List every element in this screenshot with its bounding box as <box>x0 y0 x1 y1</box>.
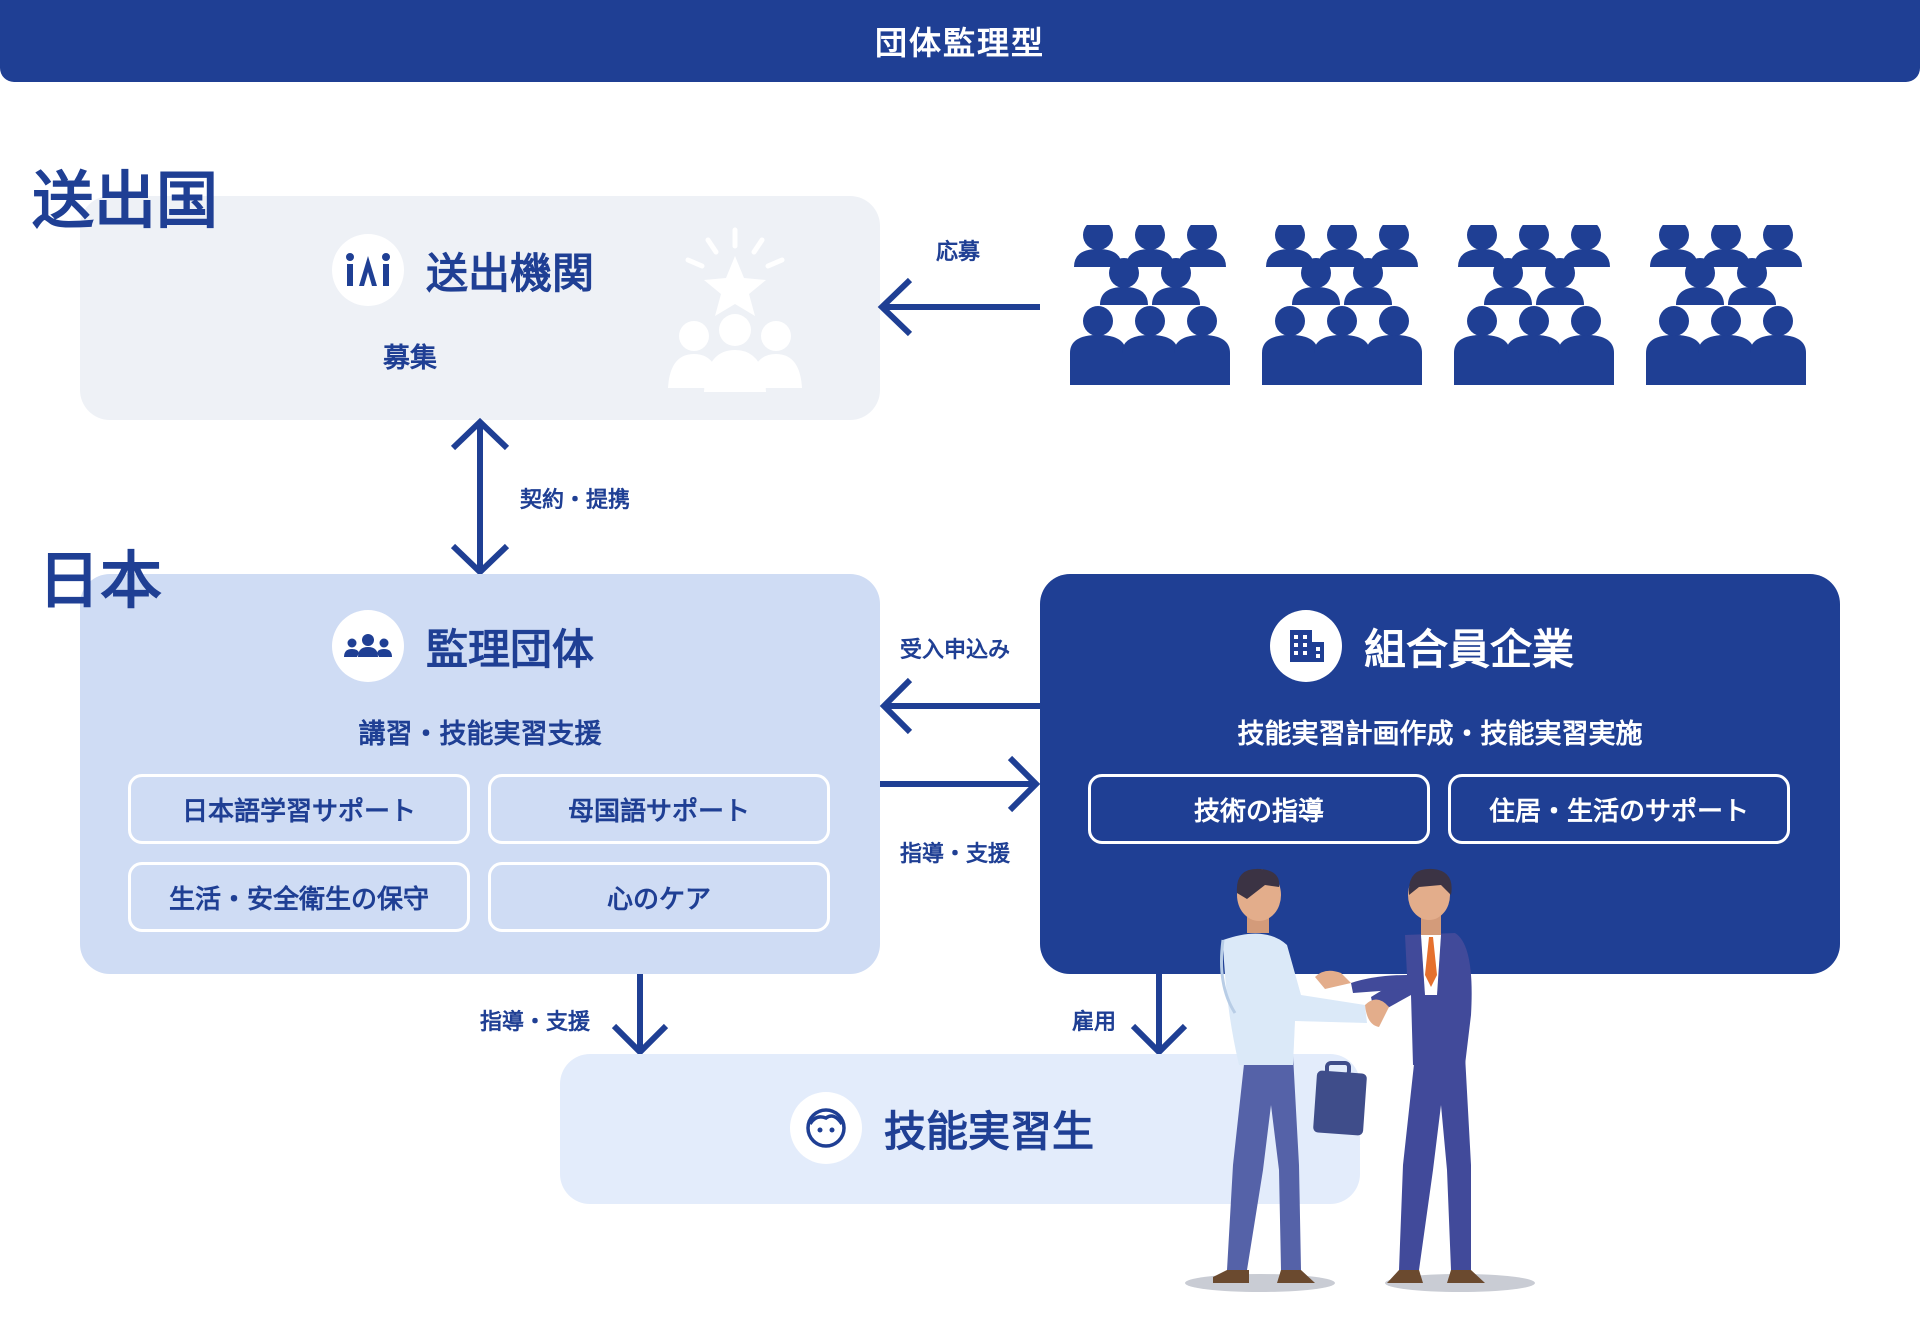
region-sending-country: 送出国 <box>32 164 219 237</box>
support-item: 母国語サポート <box>488 774 830 844</box>
supervising-org-box: 監理団体 講習・技能実習支援 日本語学習サポート 母国語サポート 生活・安全衛生… <box>80 574 880 974</box>
recruit-star-icon <box>668 227 802 392</box>
flow-label-guidance-support-down: 指導・支援 <box>480 1010 591 1035</box>
header-title: 団体監理型 <box>874 24 1045 62</box>
company-support-item: 技術の指導 <box>1088 774 1430 844</box>
header-bar: 団体監理型 <box>0 0 1920 82</box>
sending-org-subtitle: 募集 <box>383 343 437 374</box>
flow-label-apply: 応募 <box>936 240 981 265</box>
sending-org-icon <box>332 234 404 306</box>
flow-label-guidance-support-right: 指導・支援 <box>900 842 1011 867</box>
guidance-down-arrow-icon <box>611 974 669 1057</box>
support-item: 日本語学習サポート <box>128 774 470 844</box>
face-icon <box>790 1092 862 1164</box>
support-item: 生活・安全衛生の保守 <box>128 862 470 932</box>
handshake-illustration <box>1185 868 1535 1292</box>
sending-org-box: 送出機関 募集 <box>80 196 880 420</box>
supervising-org-title: 監理団体 <box>426 624 595 674</box>
trainee-title: 技能実習生 <box>884 1106 1095 1156</box>
flow-label-employment: 雇用 <box>1072 1010 1117 1035</box>
company-support-item: 住居・生活のサポート <box>1448 774 1790 844</box>
building-icon <box>1270 610 1342 682</box>
support-item: 心のケア <box>488 862 830 932</box>
employment-down-arrow-icon <box>1130 974 1188 1057</box>
flow-label-accept-application: 受入申込み <box>900 638 1011 663</box>
contract-double-arrow-icon <box>450 417 510 577</box>
member-company-title: 組合員企業 <box>1364 624 1575 674</box>
group-icon <box>332 610 404 682</box>
org-company-arrows-icon <box>879 677 1041 813</box>
supervising-org-subtitle: 講習・技能実習支援 <box>358 719 602 750</box>
member-company-subtitle: 技能実習計画作成・技能実習実施 <box>1237 719 1643 750</box>
region-japan: 日本 <box>38 544 163 617</box>
sending-org-title: 送出機関 <box>426 248 595 298</box>
applicants-crowd-icon <box>1070 225 1810 390</box>
trainee-box: 技能実習生 <box>560 1054 1360 1204</box>
apply-arrow-icon <box>877 277 1040 337</box>
flow-label-contract: 契約・提携 <box>520 488 631 513</box>
